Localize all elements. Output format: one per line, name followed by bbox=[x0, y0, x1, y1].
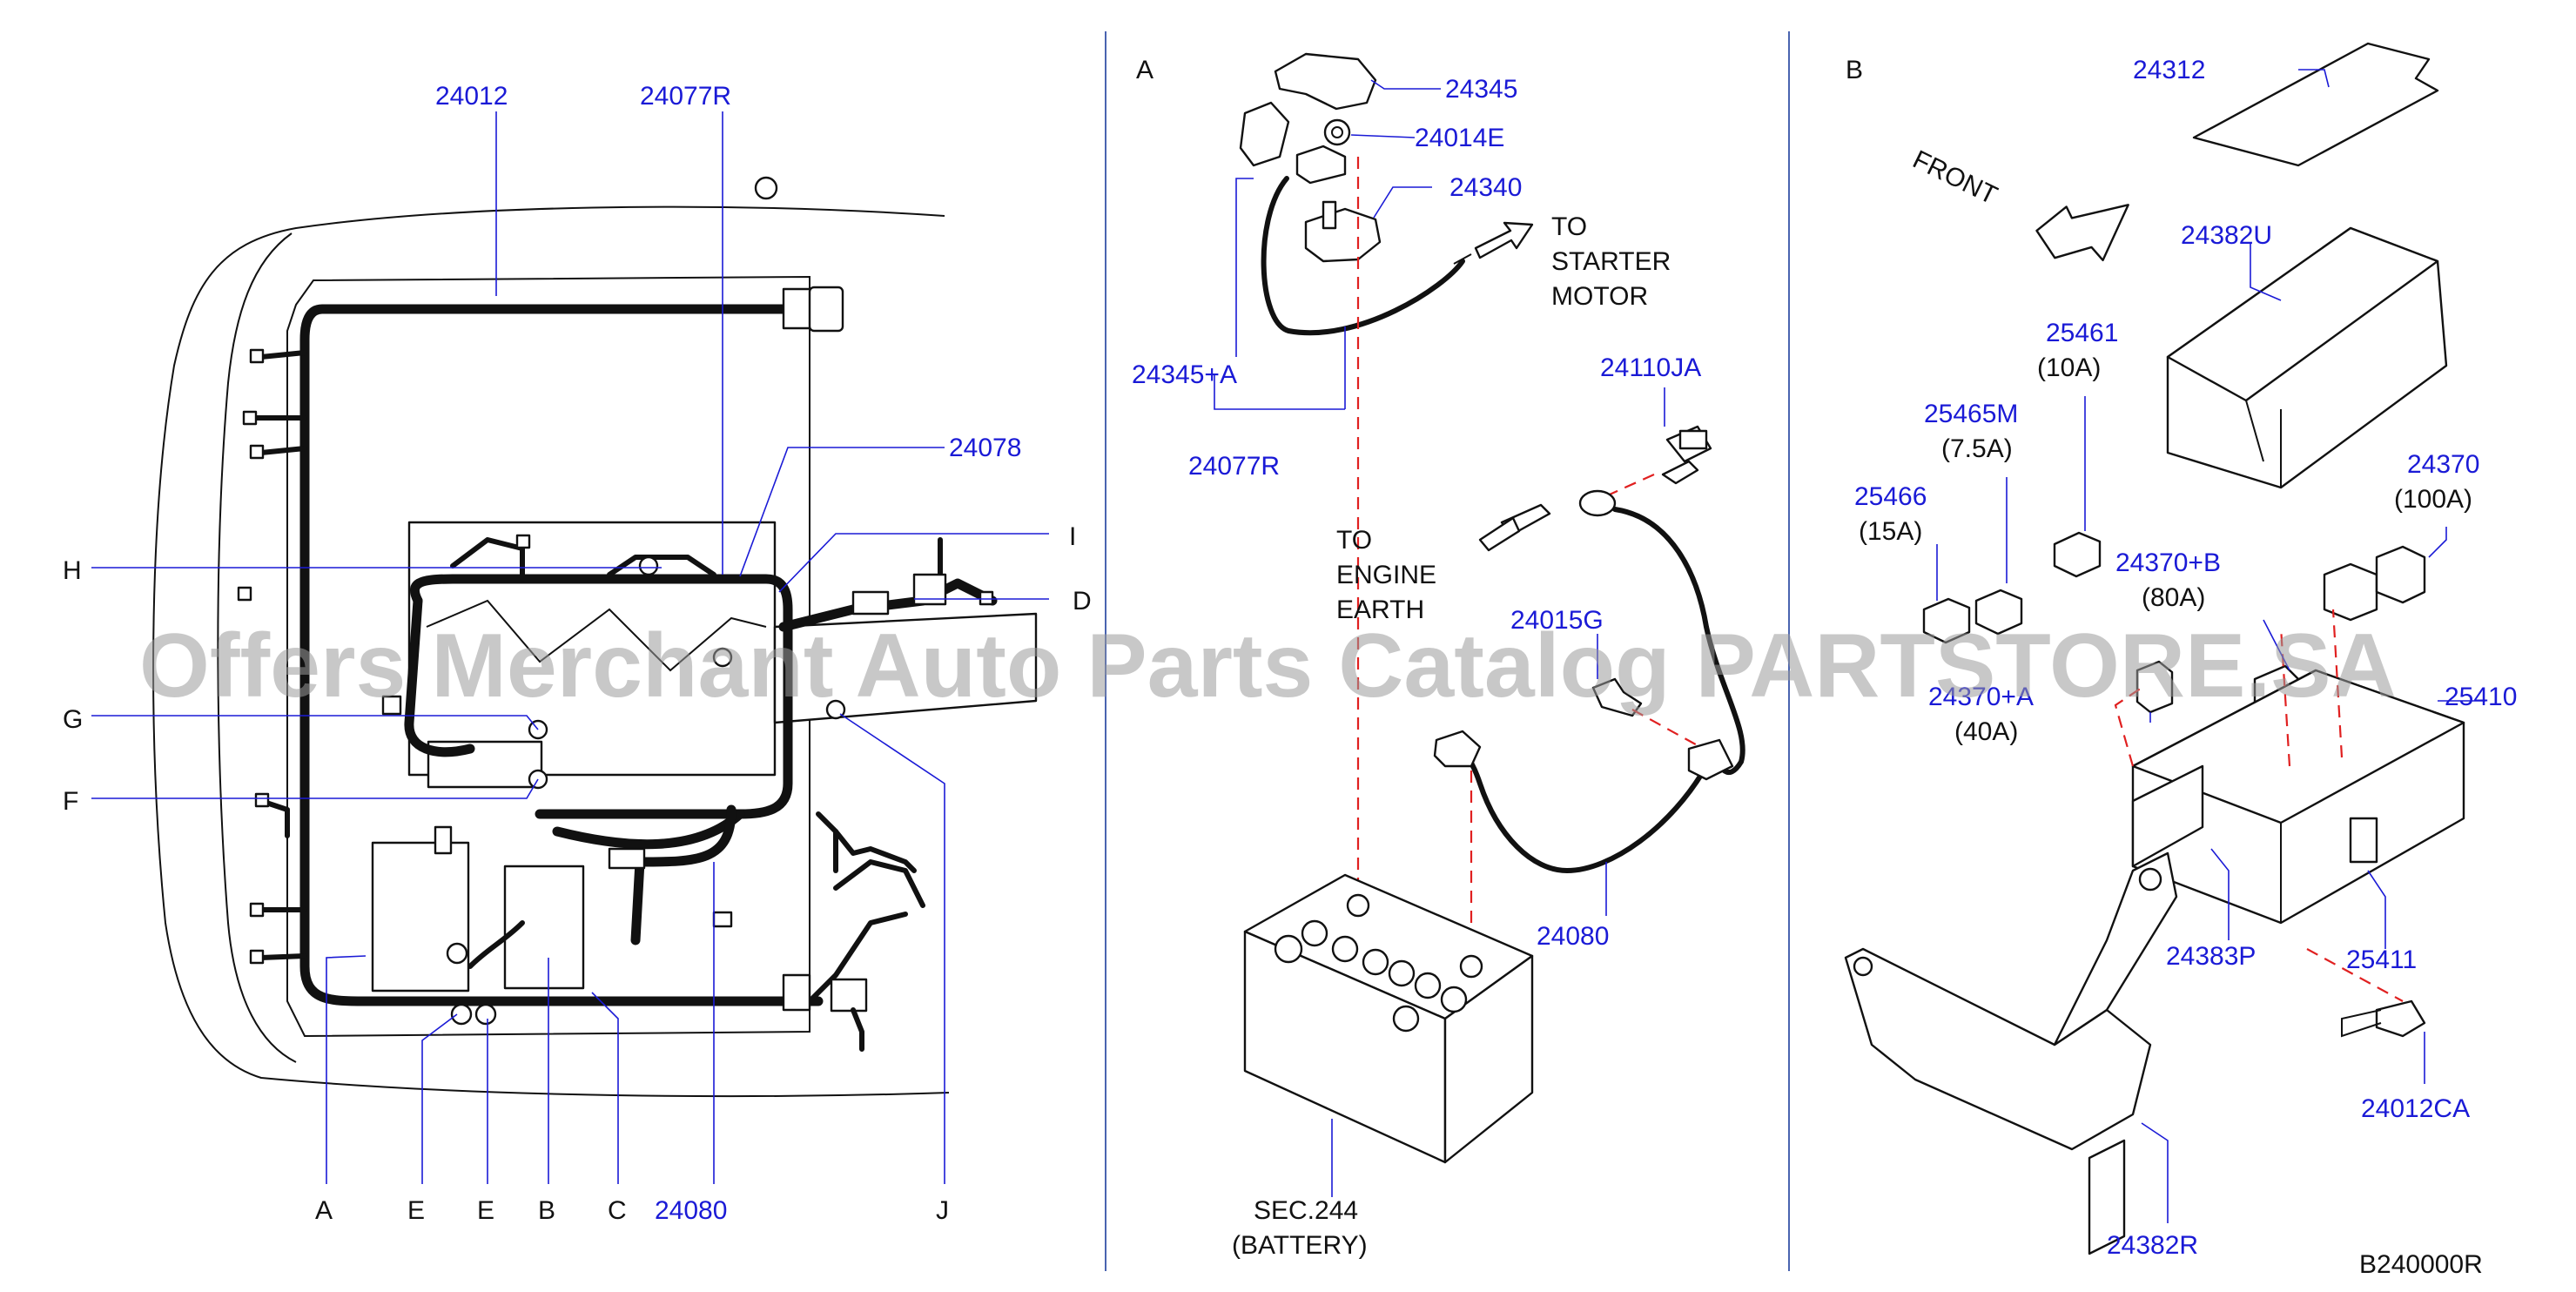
label-c: C bbox=[608, 1196, 627, 1225]
label-j: J bbox=[936, 1196, 949, 1225]
label-24382u: 24382U bbox=[2181, 221, 2272, 250]
main-leaders bbox=[91, 111, 1049, 1184]
label-24077r-a: 24077R bbox=[1188, 452, 1280, 481]
battery-block bbox=[371, 841, 470, 993]
label-e2: E bbox=[477, 1196, 494, 1225]
label-25466-amp: (15A) bbox=[1859, 517, 1922, 546]
label-24078: 24078 bbox=[949, 434, 1021, 462]
label-a: A bbox=[315, 1196, 333, 1225]
panel-b-letter: B bbox=[1846, 56, 1863, 84]
detail-a-leaders bbox=[1214, 79, 1665, 1197]
watermark: Offers Merchant Auto Parts Catalog PARTS… bbox=[139, 616, 2397, 717]
label-24340: 24340 bbox=[1449, 173, 1522, 202]
label-25466: 25466 bbox=[1854, 482, 1927, 511]
label-h: H bbox=[63, 556, 82, 585]
intake-duct bbox=[773, 612, 1038, 724]
label-24382r: 24382R bbox=[2107, 1231, 2198, 1260]
text-to-engine-1: TO bbox=[1336, 526, 1372, 555]
label-24345: 24345 bbox=[1445, 75, 1517, 104]
grommet bbox=[754, 176, 778, 200]
label-24012: 24012 bbox=[435, 82, 508, 111]
fuses bbox=[1922, 531, 2426, 724]
text-battery: (BATTERY) bbox=[1232, 1231, 1368, 1260]
text-sec244: SEC.244 bbox=[1254, 1196, 1358, 1225]
text-to-engine-2: ENGINE bbox=[1336, 561, 1436, 589]
label-g: G bbox=[63, 705, 83, 734]
label-25465m: 25465M bbox=[1924, 400, 2018, 428]
panel-a-letter: A bbox=[1136, 56, 1153, 84]
label-24370b-amp: (80A) bbox=[2142, 583, 2205, 612]
label-d: D bbox=[1073, 587, 1092, 616]
text-to-engine-3: EARTH bbox=[1336, 596, 1424, 624]
text-to-starter-1: TO bbox=[1551, 212, 1587, 241]
ref-code: B240000R bbox=[2359, 1250, 2483, 1279]
label-24383p: 24383P bbox=[2166, 942, 2256, 971]
label-24014e: 24014E bbox=[1415, 124, 1504, 152]
label-25411: 25411 bbox=[2346, 945, 2417, 974]
detail-b-leaders bbox=[1936, 69, 2485, 1223]
label-f: F bbox=[63, 787, 78, 816]
detail-a-drawing bbox=[1239, 52, 1745, 1164]
label-24312: 24312 bbox=[2133, 56, 2205, 84]
fuse-cover-plate bbox=[2192, 42, 2439, 167]
label-24110ja: 24110JA bbox=[1600, 353, 1701, 382]
label-24015g: 24015G bbox=[1510, 606, 1604, 635]
connector-blocks bbox=[237, 348, 994, 1013]
label-24345a: 24345+A bbox=[1132, 360, 1237, 389]
label-24080-a: 24080 bbox=[1537, 922, 1609, 951]
label-24370a: 24370+A bbox=[1928, 683, 2034, 711]
label-b: B bbox=[538, 1196, 555, 1225]
text-to-starter-3: MOTOR bbox=[1551, 282, 1648, 311]
text-to-starter-2: STARTER bbox=[1551, 247, 1671, 276]
label-24370a-amp: (40A) bbox=[1954, 717, 2018, 746]
engine-bay-drawing bbox=[152, 176, 1038, 1098]
label-i: I bbox=[1069, 522, 1076, 551]
label-25410: 25410 bbox=[2445, 683, 2517, 711]
label-24370-amp: (100A) bbox=[2394, 485, 2472, 514]
label-24370: 24370 bbox=[2407, 450, 2479, 479]
label-24012ca: 24012CA bbox=[2361, 1094, 2470, 1123]
detail-b-drawing bbox=[1844, 42, 2465, 1255]
label-24077r: 24077R bbox=[640, 82, 731, 111]
label-25465m-amp: (7.5A) bbox=[1941, 434, 2013, 463]
label-24370b: 24370+B bbox=[2115, 548, 2221, 577]
label-e1: E bbox=[407, 1196, 425, 1225]
label-24080-main: 24080 bbox=[655, 1196, 727, 1225]
engine-block bbox=[407, 521, 777, 777]
label-25461-amp: (10A) bbox=[2037, 353, 2101, 382]
label-25461: 25461 bbox=[2046, 319, 2118, 347]
